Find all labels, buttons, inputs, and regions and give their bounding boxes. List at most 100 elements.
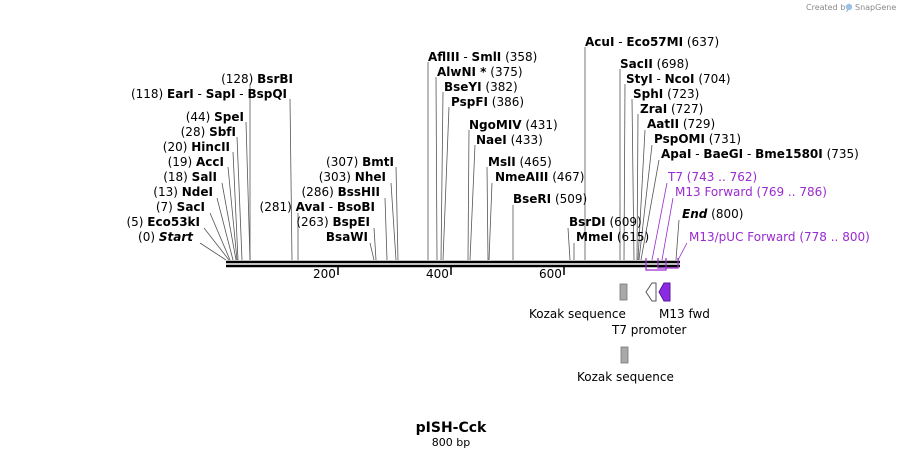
site-name: BssHII bbox=[338, 185, 380, 199]
site-name: NheI bbox=[355, 170, 386, 184]
primer-label-row: End (800) bbox=[682, 207, 743, 221]
site-name: Eco57MI bbox=[626, 35, 683, 49]
site-label-row: NgoMIV (431) bbox=[469, 118, 558, 132]
site-name: StyI bbox=[626, 72, 653, 86]
primer-labels: T7 (743 .. 762)M13 Forward (769 .. 786) E… bbox=[667, 170, 870, 244]
site-name: MmeI bbox=[576, 230, 613, 244]
site-label-row: AlwNI * (375) bbox=[437, 65, 523, 79]
site-label-row: (307) BmtI bbox=[326, 155, 394, 169]
site-label-row: (13) NdeI bbox=[153, 185, 213, 199]
site-name: NaeI bbox=[476, 133, 507, 147]
site-name: BsoBI bbox=[337, 200, 375, 214]
kozak-sequence-1-label: Kozak sequence bbox=[529, 307, 626, 321]
site-name: PspFI bbox=[451, 95, 488, 109]
site-label-row: BsaWI bbox=[326, 230, 368, 244]
site-label-row: BseRI (509) bbox=[513, 192, 587, 206]
site-name: BsrBI bbox=[257, 72, 293, 86]
site-label-row: (0) Start bbox=[138, 230, 194, 244]
site-name: BsaWI bbox=[326, 230, 368, 244]
primer-label-row: M13 Forward (769 .. 786) bbox=[675, 185, 827, 199]
site-label-row: (28) SbfI bbox=[181, 125, 236, 139]
m13-fwd-label: M13 fwd bbox=[659, 307, 710, 321]
site-name: ApaI bbox=[661, 147, 691, 161]
site-label-row: AflIII - SmlI (358) bbox=[428, 50, 537, 64]
site-name: Bme1580I bbox=[755, 147, 823, 161]
site-label-row: StyI - NcoI (704) bbox=[626, 72, 731, 86]
site-name: PspOMI bbox=[654, 132, 705, 146]
ruler-label-400: 400 bbox=[426, 267, 449, 281]
site-name: Eco53kI bbox=[147, 215, 200, 229]
primer-label-row: M13/pUC Forward (778 .. 800) bbox=[689, 230, 870, 244]
site-label-row: (128) BsrBI bbox=[221, 72, 293, 86]
site-name: BseRI bbox=[513, 192, 551, 206]
left-site-labels: (128) BsrBI(118) EarI - SapI - BspQI (44)… bbox=[126, 72, 293, 244]
site-label-row: MslI (465) bbox=[488, 155, 552, 169]
site-name: SbfI bbox=[209, 125, 236, 139]
site-label-row: (263) BspEI bbox=[296, 215, 370, 229]
site-name: AvaI bbox=[296, 200, 325, 214]
credit-text: Created by bbox=[806, 3, 850, 12]
t7-promoter-arrow-icon bbox=[645, 282, 657, 302]
site-name: BsrDI bbox=[569, 215, 606, 229]
site-name: NcoI bbox=[665, 72, 695, 86]
site-name: ZraI bbox=[640, 102, 667, 116]
site-connectors bbox=[199, 47, 688, 261]
site-name: SapI bbox=[206, 87, 236, 101]
right-site-labels: AcuI - Eco57MI (637) SacII (698)StyI - Nc… bbox=[585, 35, 859, 161]
features: Kozak sequence T7 promoter M13 fwd Kozak… bbox=[529, 282, 710, 384]
site-label-row: (44) SpeI bbox=[186, 110, 244, 124]
site-name: AcuI bbox=[585, 35, 614, 49]
site-name: SmlI bbox=[472, 50, 502, 64]
site-label-row: BseYI (382) bbox=[444, 80, 518, 94]
kozak-sequence-2-feature bbox=[620, 346, 629, 364]
site-name: NmeAIII bbox=[495, 170, 548, 184]
site-name: AatII bbox=[647, 117, 679, 131]
kozak-sequence-2-label: Kozak sequence bbox=[577, 370, 674, 384]
site-name: SacII bbox=[620, 57, 653, 71]
ruler-label-200: 200 bbox=[313, 267, 336, 281]
ruler-label-600: 600 bbox=[539, 267, 562, 281]
m13-fwd-arrow-icon bbox=[658, 282, 671, 302]
site-name: BspEI bbox=[332, 215, 370, 229]
site-label-row: (118) EarI - SapI - BspQI bbox=[131, 87, 287, 101]
site-name: Start bbox=[159, 230, 194, 244]
ruler: 200 400 600 bbox=[313, 267, 565, 281]
site-name: SphI bbox=[633, 87, 663, 101]
site-label-row: PspFI (386) bbox=[451, 95, 524, 109]
primer-brackets bbox=[645, 258, 679, 271]
site-name: AflIII bbox=[428, 50, 460, 64]
site-label-row: SacII (698) bbox=[620, 57, 689, 71]
site-label-row: (19) AccI bbox=[168, 155, 224, 169]
primer-label-row: T7 (743 .. 762) bbox=[667, 170, 757, 184]
site-label-row: (7) SacI bbox=[156, 200, 205, 214]
site-label-row: (5) Eco53kI bbox=[126, 215, 200, 229]
middle-site-labels: (307) BmtI(303) NheI(286) BssHII(281) Av… bbox=[260, 155, 394, 244]
site-label-row: ApaI - BaeGI - Bme1580I (735) bbox=[661, 147, 859, 161]
plasmid-title: pISH-Cck bbox=[416, 420, 487, 436]
site-label-row: (303) NheI bbox=[319, 170, 386, 184]
site-label-row: (18) SalI bbox=[163, 170, 217, 184]
site-label-row: SphI (723) bbox=[633, 87, 699, 101]
sequence-backbone bbox=[226, 260, 680, 268]
site-name: AccI bbox=[196, 155, 224, 169]
site-name: NdeI bbox=[182, 185, 213, 199]
site-label-row: AcuI - Eco57MI (637) bbox=[585, 35, 719, 49]
site-label-row: NmeAIII (467) bbox=[495, 170, 584, 184]
site-label-row: (286) BssHII bbox=[302, 185, 381, 199]
center-site-labels: AflIII - SmlI (358)AlwNI * (375)BseYI (3… bbox=[428, 50, 649, 244]
site-label-row: ZraI (727) bbox=[640, 102, 703, 116]
site-name: BspQI bbox=[247, 87, 287, 101]
site-name: BmtI bbox=[362, 155, 394, 169]
snapgene-logo-icon bbox=[845, 3, 853, 11]
plasmid-size: 800 bp bbox=[432, 436, 470, 449]
site-label-row: BsrDI (609) bbox=[569, 215, 642, 229]
site-label-row: (281) AvaI - BsoBI bbox=[260, 200, 375, 214]
site-name: SpeI bbox=[214, 110, 244, 124]
credit-brand: SnapGene bbox=[855, 3, 896, 12]
site-name: SalI bbox=[192, 170, 217, 184]
site-name: NgoMIV bbox=[469, 118, 522, 132]
site-name: HincII bbox=[191, 140, 230, 154]
site-name: MslI bbox=[488, 155, 516, 169]
site-name: EarI bbox=[167, 87, 194, 101]
